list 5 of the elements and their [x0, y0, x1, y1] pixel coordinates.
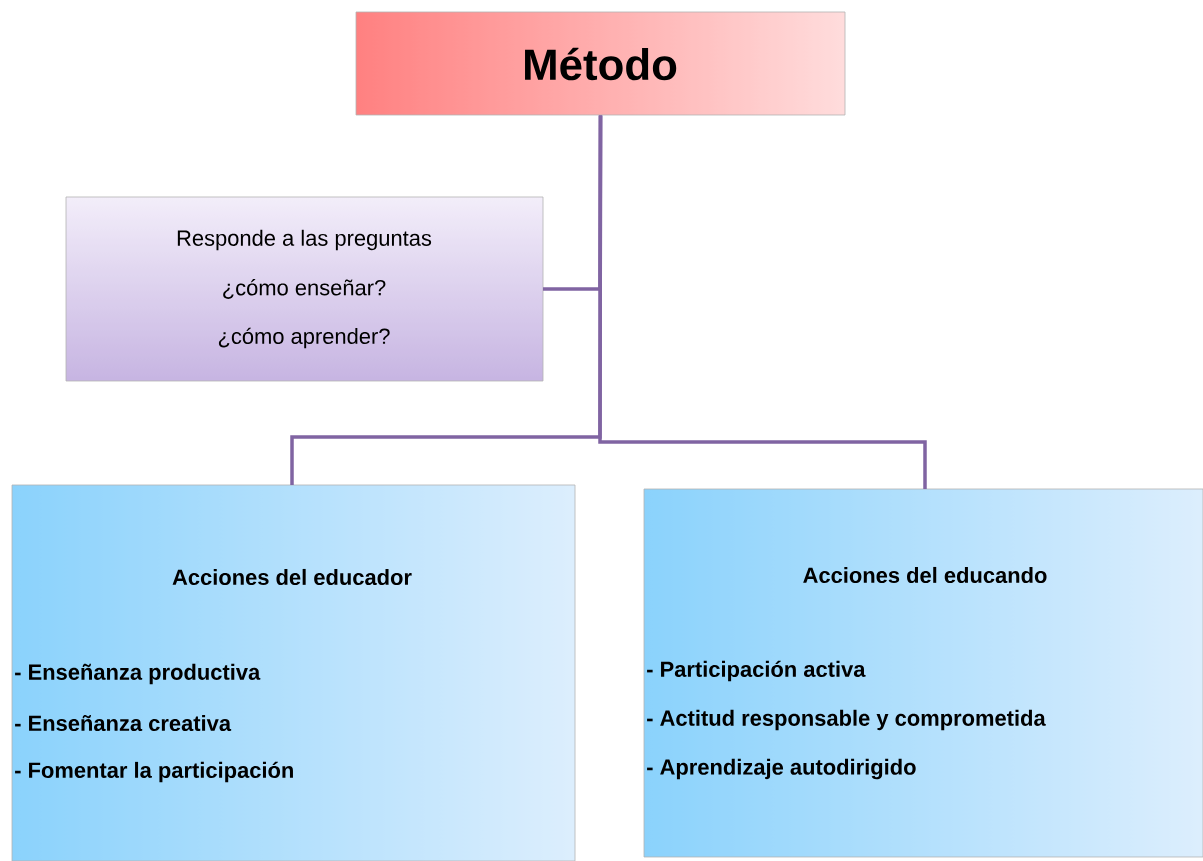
question-box: Responde a las preguntas ¿cómo enseñar? ¿cómo aprender? [65, 196, 544, 382]
title-box: Método [355, 11, 846, 116]
action-box: Acciones del educando - Participación activa - Actitud responsable y comprometida - Aprendizaje autodirigido [643, 488, 1203, 858]
connector-line [598, 115, 927, 489]
action-box: Acciones del educador - Enseñanza productiva - Enseñanza creativa - Fomentar la participación [11, 484, 576, 861]
